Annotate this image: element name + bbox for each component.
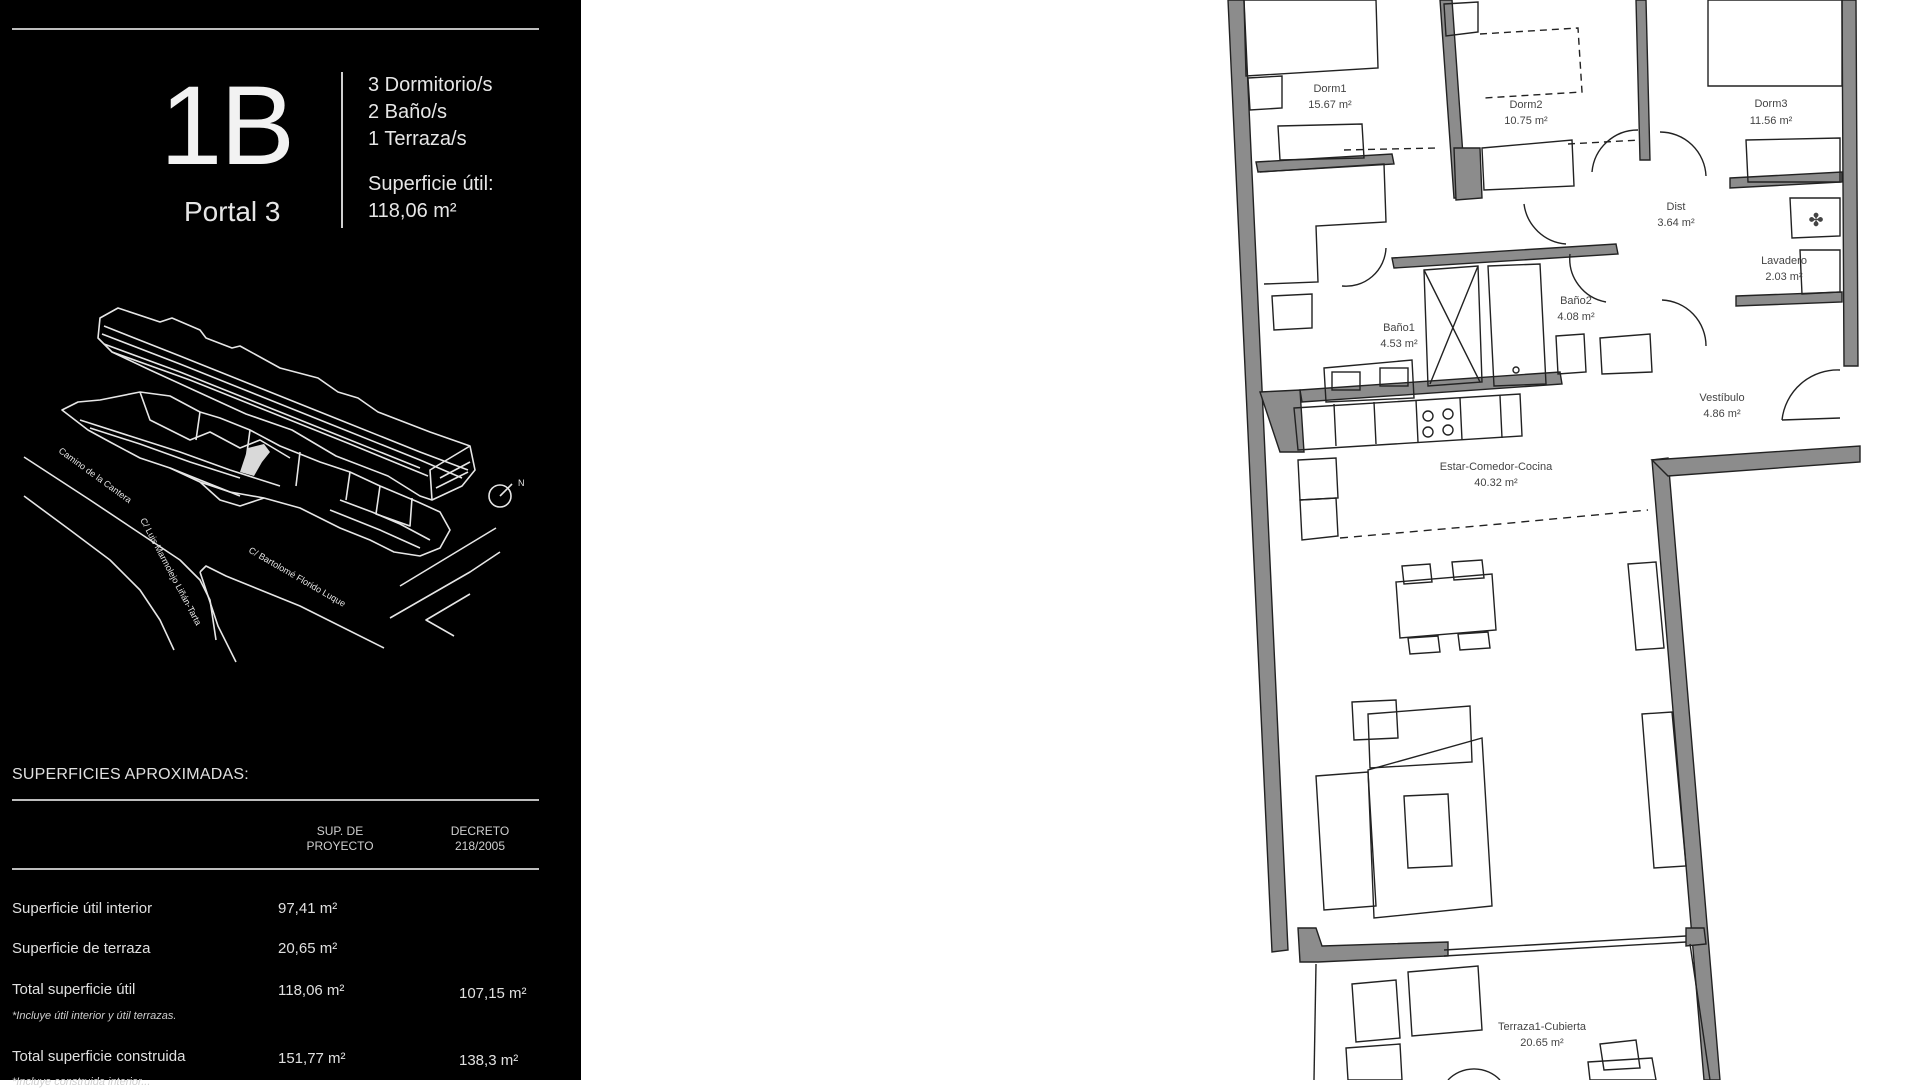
north-label: N (518, 478, 525, 488)
terraces-count: 1 Terraza/s (368, 128, 467, 150)
row-value-decreto: 138,3 m² (459, 1052, 519, 1069)
bedrooms-count: 3 Dormitorio/s (368, 74, 493, 96)
row-value-proyecto: 20,65 m² (278, 940, 338, 957)
unit-specs: 3 Dormitorio/s 2 Baño/s 1 Terraza/s Supe… (368, 72, 494, 225)
row-value-proyecto: 151,77 m² (278, 1050, 346, 1067)
room-labels: Dorm1 15.67 m² Dorm2 10.75 m² Dorm3 11.5… (1308, 83, 1807, 1049)
room-area-dist: 3.64 m² (1657, 217, 1695, 229)
room-area-estar-comedor-cocina: 40.32 m² (1474, 477, 1518, 489)
usable-area-value: 118,06 m² (368, 200, 457, 222)
row-value-decreto: 107,15 m² (459, 985, 527, 1002)
washer-fan-icon: ✤ (1808, 210, 1823, 230)
areas-top-divider (12, 799, 539, 801)
row-label-total-construida: Total superficie construida (12, 1048, 186, 1065)
room-name-dist: Dist (1667, 201, 1686, 213)
unit-code: 1B (160, 63, 295, 188)
room-name-dorm1: Dorm1 (1313, 83, 1346, 95)
row-note-total-util: *Incluye útil interior y útil terrazas. (12, 1010, 177, 1022)
room-name-lavadero: Lavadero (1761, 255, 1807, 267)
header-vertical-divider (341, 72, 343, 228)
room-name-dorm2: Dorm2 (1509, 99, 1542, 111)
row-label-total-util: Total superficie útil (12, 981, 136, 998)
street-label-bartolome-florido: C/ Bartolomé Florido Luque (247, 545, 347, 609)
floor-plan: ✤ (1227, 0, 1861, 1080)
room-area-dorm2: 10.75 m² (1504, 115, 1548, 127)
room-area-bano1: 4.53 m² (1380, 338, 1418, 350)
room-name-bano2: Baño2 (1560, 295, 1592, 307)
room-name-dorm3: Dorm3 (1754, 98, 1787, 110)
room-name-vestibulo: Vestíbulo (1699, 392, 1744, 404)
unit-info-panel: 1B Portal 3 3 Dormitorio/s 2 Baño/s 1 Te… (0, 0, 581, 1088)
room-name-terraza1: Terraza1-Cubierta (1498, 1021, 1587, 1033)
usable-area-label: Superficie útil: (368, 173, 494, 195)
street-label-camino-cantera: Camino de la Cantera (57, 446, 134, 506)
row-value-proyecto: 118,06 m² (278, 982, 345, 999)
row-label-util-interior: Superficie útil interior (12, 900, 153, 917)
row-value-proyecto: 97,41 m² (278, 900, 338, 917)
areas-header-divider (12, 868, 539, 870)
room-area-vestibulo: 4.86 m² (1703, 408, 1741, 420)
room-area-bano2: 4.08 m² (1557, 311, 1595, 323)
room-name-bano1: Baño1 (1383, 322, 1415, 334)
portal-label: Portal 3 (184, 196, 281, 227)
site-plan-drawing: N Camino de la Cantera C/ Luis Marmolejo… (23, 307, 525, 663)
column-header-proyecto: SUP. DE PROYECTO (306, 824, 374, 853)
bathrooms-count: 2 Baño/s (368, 101, 447, 123)
room-name-estar-comedor-cocina: Estar-Comedor-Cocina (1440, 461, 1553, 473)
row-note-total-construida: *Incluye construida interior... (12, 1076, 151, 1088)
row-label-terraza: Superficie de terraza (12, 940, 151, 957)
street-label-luis-marmolejo: C/ Luis Marmolejo Liñán-Tarta (138, 516, 203, 627)
room-area-lavadero: 2.03 m² (1765, 271, 1803, 283)
room-area-terraza1: 20.65 m² (1520, 1037, 1564, 1049)
column-header-decreto: DECRETO 218/2005 (450, 824, 510, 853)
highlighted-unit (240, 444, 270, 476)
room-area-dorm3: 11.56 m² (1750, 115, 1793, 127)
top-divider (12, 28, 539, 30)
areas-section-title: SUPERFICIES APROXIMADAS: (12, 766, 249, 783)
room-area-dorm1: 15.67 m² (1308, 99, 1352, 111)
